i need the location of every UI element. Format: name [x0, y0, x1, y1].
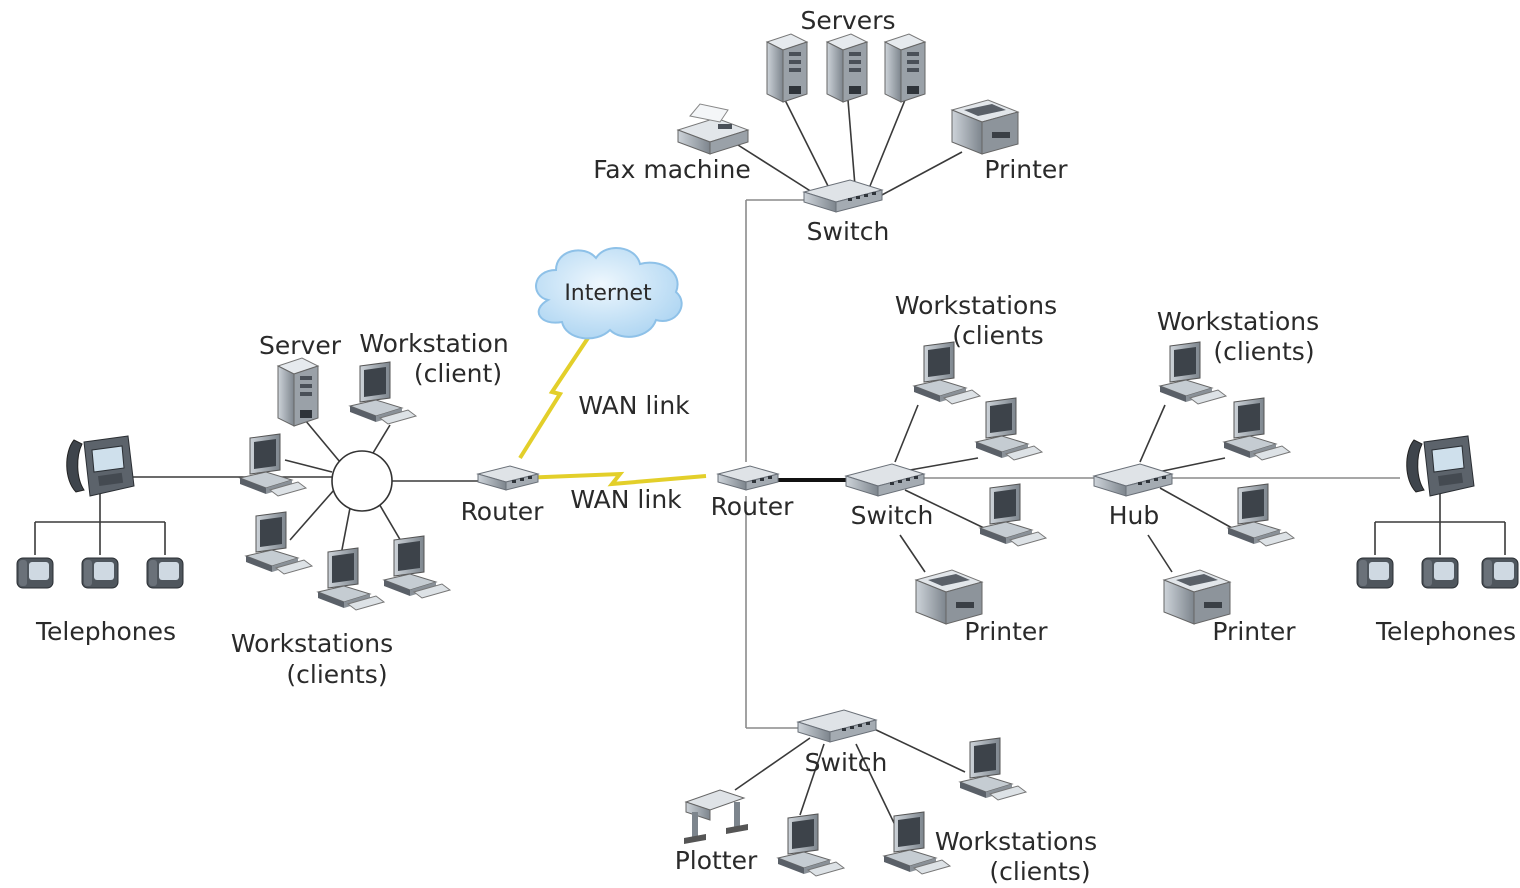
telephone-handset-icon: [1481, 557, 1519, 589]
workstation-computer-icon: [317, 547, 385, 611]
server-tower-icon: [277, 357, 319, 427]
telephone-handset-icon: [81, 557, 119, 589]
wan-link-upper-bolt: [518, 336, 590, 460]
workstation-computer-icon: [959, 737, 1027, 801]
plotter-icon: [684, 789, 748, 844]
telephone-handset-icon: [16, 557, 54, 589]
label-hub: Hub: [1109, 501, 1160, 530]
label-workstations-bottom-line2: (clients): [989, 857, 1090, 886]
server-tower-icon: [884, 33, 926, 103]
label-plotter: Plotter: [675, 846, 758, 875]
workstation-computer-icon: [913, 341, 981, 405]
label-workstations-left-line2: (clients): [286, 660, 387, 689]
telephone-handset-icon: [1356, 557, 1394, 589]
server-tower-icon: [766, 33, 808, 103]
label-router-left: Router: [461, 497, 545, 526]
label-workstations-bottom-line1: Workstations: [935, 827, 1097, 856]
label-workstations-right-line2: (clients): [1213, 337, 1314, 366]
label-switch-center: Switch: [851, 501, 934, 530]
fax-machine-icon: [676, 103, 750, 155]
network-hub-icon: [1093, 463, 1173, 497]
label-workstations-left-line1: Workstations: [231, 629, 393, 658]
label-switch-bottom: Switch: [805, 748, 888, 777]
printer-icon: [915, 569, 983, 625]
label-server-left: Server: [259, 331, 342, 360]
wan-link-lower-bolt: [519, 471, 707, 487]
label-wan-link-upper: WAN link: [578, 391, 690, 420]
ip-phone-icon: [66, 435, 135, 497]
label-workstation-left-line2: (client): [414, 359, 502, 388]
ring-network-icon: [331, 450, 393, 512]
workstation-computer-icon: [1223, 397, 1291, 461]
workstation-computer-icon: [349, 361, 417, 425]
label-wan-link-lower: WAN link: [570, 485, 682, 514]
label-telephones-right: Telephones: [1375, 617, 1516, 646]
label-internet: Internet: [564, 281, 652, 306]
workstation-computer-icon: [979, 483, 1047, 547]
label-workstations-right-line1: Workstations: [1157, 307, 1319, 336]
connection-wires: [34, 99, 1506, 826]
ip-phone-icon: [1406, 435, 1475, 497]
label-printer-right: Printer: [1212, 617, 1296, 646]
printer-icon: [951, 99, 1019, 155]
router-icon: [477, 465, 539, 491]
label-workstations-center-line2: (clients: [952, 321, 1043, 350]
label-workstations-center-line1: Workstations: [895, 291, 1057, 320]
label-telephones-left: Telephones: [35, 617, 176, 646]
telephone-handset-icon: [146, 557, 184, 589]
workstation-computer-icon: [777, 813, 845, 877]
workstation-computer-icon: [383, 535, 451, 599]
label-switch-top: Switch: [807, 217, 890, 246]
workstation-computer-icon: [975, 397, 1043, 461]
workstation-computer-icon: [1227, 483, 1295, 547]
router-icon: [717, 465, 779, 491]
workstation-computer-icon: [245, 511, 313, 575]
label-servers: Servers: [800, 6, 895, 35]
label-printer-top: Printer: [984, 155, 1068, 184]
label-printer-center: Printer: [964, 617, 1048, 646]
label-workstation-left-line1: Workstation: [359, 329, 508, 358]
label-router-center: Router: [711, 492, 795, 521]
workstation-computer-icon: [239, 433, 307, 497]
label-fax-machine: Fax machine: [593, 155, 751, 184]
telephone-handset-icon: [1421, 557, 1459, 589]
server-tower-icon: [826, 33, 868, 103]
internet-cloud-icon: [535, 246, 683, 340]
network-switch-icon: [797, 709, 877, 743]
printer-icon: [1163, 569, 1231, 625]
